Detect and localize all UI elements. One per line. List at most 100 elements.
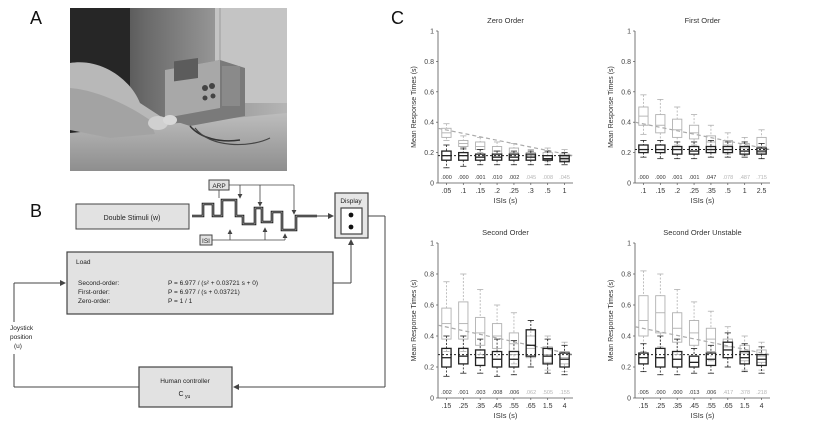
- x-tick-label: .2: [674, 188, 680, 195]
- p-value-label: .078: [722, 175, 733, 181]
- joystick-label-2: position: [10, 334, 33, 341]
- y-tick-label: 0.2: [424, 365, 434, 372]
- y-tick-label: 1: [430, 241, 434, 248]
- chart-title: Second Order Unstable: [663, 228, 741, 237]
- x-tick-label: .65: [723, 403, 733, 410]
- display-label: Display: [340, 198, 362, 205]
- p-value-label: .487: [739, 175, 750, 181]
- y-tick-label: 0.6: [621, 303, 631, 310]
- p-value-label: .045: [559, 175, 570, 181]
- human-controller-box: [138, 366, 233, 408]
- double-stimuli-box: [75, 203, 190, 230]
- x-tick-label: 4: [760, 403, 764, 410]
- arp-label: ARP: [212, 183, 225, 190]
- second-order-equation: P = 6.977 / (s² + 0.03721 s + 0): [168, 280, 258, 287]
- x-tick-label: .3: [528, 188, 534, 195]
- display-screen: [340, 207, 363, 235]
- zero-order-label: Zero-order:: [78, 298, 111, 305]
- box: [559, 352, 570, 368]
- p-value-label: .003: [475, 390, 486, 396]
- x-tick-label: .45: [689, 403, 699, 410]
- controller-subscript: yu: [185, 394, 191, 400]
- load-box: [66, 251, 334, 315]
- box: [458, 301, 469, 340]
- box: [655, 144, 666, 154]
- trend-line: [634, 326, 771, 356]
- box: [756, 136, 767, 154]
- stimulus-waveform: [192, 198, 317, 232]
- x-tick-label: .1: [641, 188, 647, 195]
- y-tick-label: 0.2: [621, 365, 631, 372]
- x-tick-label: .5: [545, 188, 551, 195]
- y-tick-label: 0: [627, 181, 631, 188]
- display-dot-bottom: [348, 224, 354, 230]
- p-value-label: .000: [458, 175, 469, 181]
- trend-line: [437, 324, 574, 356]
- box: [756, 353, 767, 367]
- controller-symbol: C: [178, 391, 183, 398]
- photo-person-at-oscilloscope: [70, 8, 287, 171]
- p-value-label: .005: [638, 390, 649, 396]
- box: [705, 327, 717, 352]
- x-tick-label: .35: [475, 403, 485, 410]
- x-tick-label: .25: [458, 403, 468, 410]
- box: [672, 118, 683, 138]
- p-value-label: .002: [441, 390, 452, 396]
- y-tick-label: 0.4: [621, 120, 631, 127]
- display-dot-top: [348, 212, 354, 218]
- box: [475, 316, 486, 346]
- p-value-label: .000: [655, 175, 666, 181]
- x-tick-label: .05: [442, 188, 452, 195]
- chart-title: Zero Order: [487, 16, 524, 25]
- x-tick-label: .65: [526, 403, 536, 410]
- p-value-label: .001: [672, 175, 683, 181]
- box: [475, 141, 486, 151]
- double-stimuli-label: Double Stimuli (w): [104, 215, 161, 222]
- x-axis-label: ISIs (s): [494, 411, 518, 420]
- y-tick-label: 0.4: [424, 120, 434, 127]
- p-value-label: .045: [525, 175, 536, 181]
- x-tick-label: .25: [655, 403, 665, 410]
- joystick-label-1: Joystick: [10, 325, 34, 332]
- box: [688, 124, 700, 140]
- x-tick-label: .25: [509, 188, 519, 195]
- x-tick-label: .15: [475, 188, 485, 195]
- x-tick-label: .35: [672, 403, 682, 410]
- p-value-label: .000: [638, 175, 649, 181]
- y-tick-label: 0.8: [424, 272, 434, 279]
- p-value-label: .417: [722, 390, 733, 396]
- y-tick-label: 1: [627, 241, 631, 248]
- p-value-label: .001: [689, 175, 700, 181]
- chart-4: Second Order Unstable00.20.40.60.81Mean …: [608, 228, 771, 420]
- chart-title: First Order: [685, 16, 721, 25]
- box: [458, 151, 469, 161]
- y-tick-label: 0.6: [424, 89, 434, 96]
- p-value-label: .715: [756, 175, 767, 181]
- y-tick-label: 0.2: [621, 150, 631, 157]
- box: [542, 154, 553, 161]
- p-value-label: .008: [542, 175, 553, 181]
- x-tick-label: .15: [442, 403, 452, 410]
- x-tick-label: .15: [655, 188, 665, 195]
- box: [688, 145, 700, 155]
- y-tick-label: 1: [430, 29, 434, 36]
- p-value-label: .006: [706, 390, 717, 396]
- x-axis-label: ISIs (s): [691, 411, 715, 420]
- first-order-equation: P = 6.977 / (s + 0.03721): [168, 289, 240, 296]
- x-axis-label: ISIs (s): [691, 196, 715, 205]
- box: [525, 152, 536, 158]
- p-value-label: .062: [525, 390, 536, 396]
- x-tick-label: .35: [706, 188, 716, 195]
- y-tick-label: 0: [627, 396, 631, 403]
- y-axis-label: Mean Response Times (s): [411, 66, 418, 148]
- p-value-label: .010: [492, 175, 503, 181]
- p-value-label: .378: [739, 390, 750, 396]
- p-value-label: .000: [441, 175, 452, 181]
- p-value-label: .001: [458, 390, 469, 396]
- x-tick-label: 1: [563, 188, 567, 195]
- panel-label-c: C: [391, 8, 404, 28]
- x-tick-label: 1: [743, 188, 747, 195]
